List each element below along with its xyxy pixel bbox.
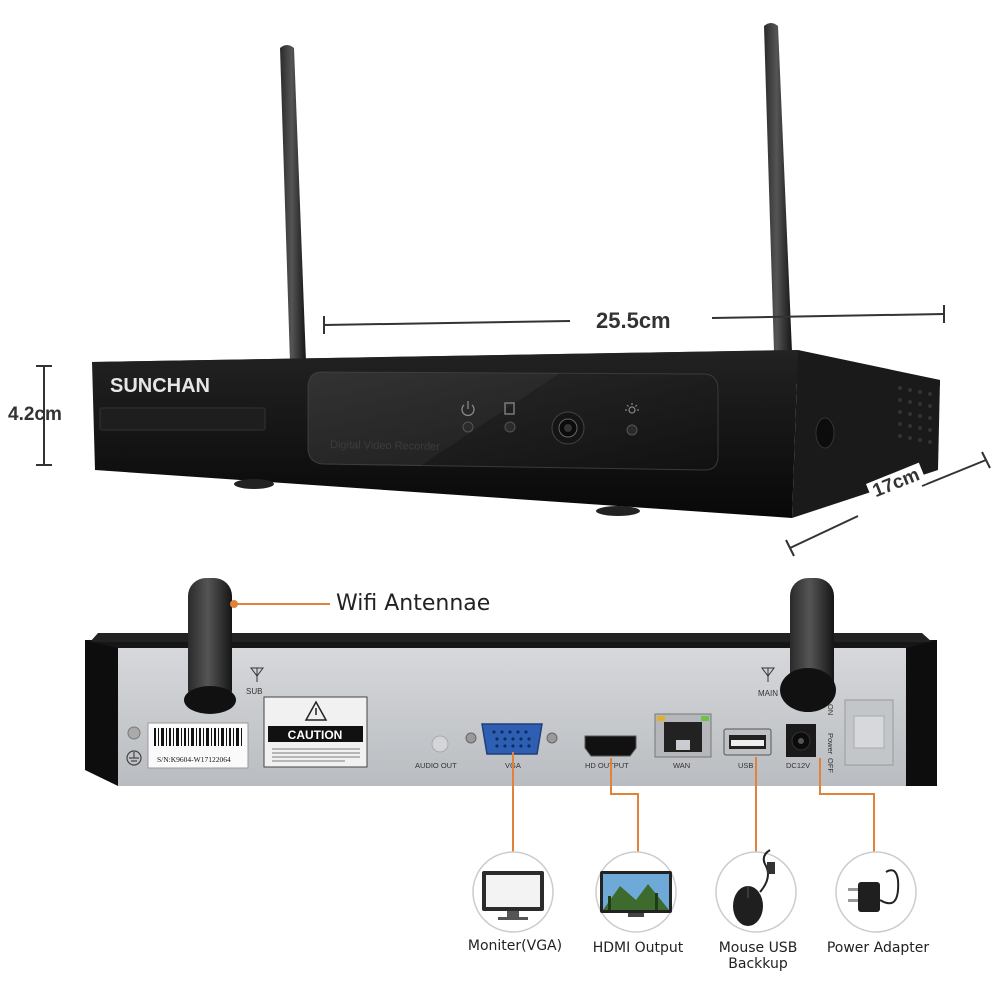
power-adapter-icon — [848, 869, 900, 912]
usb-label: USB — [738, 761, 753, 770]
tv-landscape-icon — [600, 871, 672, 917]
brand-logo: SUNCHAN — [110, 375, 210, 397]
audio-out-label: AUDIO OUT — [415, 761, 457, 770]
mouse-icon — [733, 849, 775, 926]
antenna-callout-label: Wifi Antennae — [336, 591, 491, 616]
serial-sticker: S/N:K9604-W17122064 — [147, 722, 249, 769]
power-label: Power — [826, 733, 835, 755]
accessory-label-monitor: Moniter(VGA) — [467, 938, 563, 954]
audio-out-port — [431, 735, 449, 753]
accessory-label-mouse: Mouse USB Backkup — [718, 940, 798, 972]
ir-receiver-icon — [551, 411, 585, 445]
height-dimension-label: 4.2cm — [8, 404, 62, 425]
accessory-label-hdmi: HDMI Output — [592, 940, 684, 956]
hdmi-port — [584, 735, 637, 757]
nvr-front-view: SUNCHAN Digital Video Recorder — [92, 23, 940, 518]
hdd-icon — [504, 402, 515, 415]
power-switch — [844, 699, 894, 766]
front-glossy-panel — [307, 371, 719, 471]
serial-number: S/N:K9604-W17122064 — [157, 755, 231, 764]
caution-label: CAUTION — [263, 696, 368, 768]
wan-label: WAN — [673, 761, 690, 770]
antenna-left — [280, 45, 306, 362]
ground-icon — [126, 750, 142, 766]
dc12v-label: DC12V — [786, 761, 810, 770]
side-vents — [898, 386, 932, 444]
sub-label: SUB — [246, 687, 262, 696]
antenna-right — [764, 23, 792, 352]
ground-screw — [127, 726, 141, 740]
power-led — [462, 421, 474, 433]
main-label: MAIN — [758, 689, 778, 698]
dimension-lines — [36, 305, 991, 557]
hdd-led — [504, 421, 516, 433]
power-icon — [461, 401, 475, 417]
callout-lines — [230, 600, 875, 858]
rear-antenna-left — [188, 578, 232, 708]
off-label: OFF — [826, 758, 835, 773]
antenna-symbol-icon — [250, 667, 775, 682]
usb-port — [723, 728, 772, 756]
monitor-icon — [482, 871, 544, 920]
nvr-rear-view: S/N:K9604-W17122064 CAUTION SUB MAIN A — [85, 578, 937, 786]
vga-port — [465, 723, 558, 755]
front-panel-text: Digital Video Recorder — [330, 439, 440, 453]
accessory-label-power: Power Adapter — [826, 940, 930, 956]
hd-output-label: HD OUTPUT — [585, 761, 629, 770]
caution-text: CAUTION — [288, 728, 343, 742]
on-label: ON — [826, 704, 835, 715]
width-dimension-label: 25.5cm — [590, 308, 677, 334]
net-led — [626, 424, 638, 436]
dc-power-port — [786, 724, 816, 757]
accessory-icons — [472, 849, 917, 933]
sun-icon — [625, 403, 639, 414]
side-face — [792, 350, 940, 518]
wan-port — [654, 713, 712, 758]
